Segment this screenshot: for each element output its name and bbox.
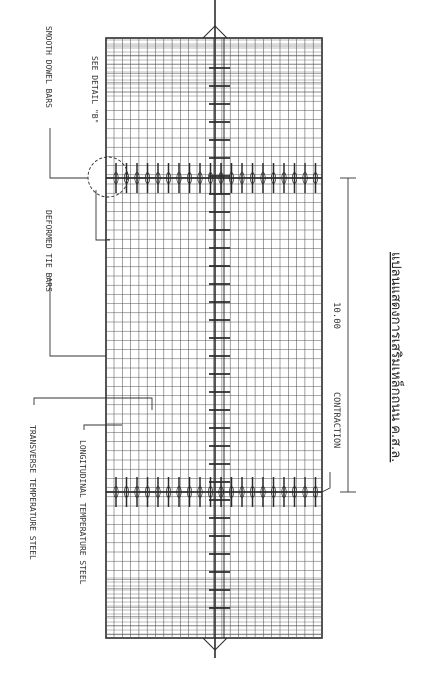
dowel-sleeve [134, 486, 140, 498]
dowel-sleeve [312, 172, 319, 184]
dowel-sleeve [176, 172, 182, 184]
dowel-sleeve [228, 486, 235, 498]
dowel-sleeve [291, 486, 298, 498]
dowel-sleeve [281, 172, 287, 184]
joint-end-arrow [201, 637, 229, 651]
dowel-sleeve [113, 486, 119, 498]
dowel-sleeve [218, 172, 224, 184]
leader-lines [33, 0, 356, 493]
dowel-sleeve [186, 486, 193, 498]
dowel-sleeve [239, 486, 245, 498]
dowel-sleeve [155, 486, 161, 498]
see-detail-label: SEE DETAIL "B" [90, 56, 99, 123]
dowel-sleeve [291, 172, 298, 184]
detail-b-circle [87, 156, 129, 198]
dowel-sleeve [302, 486, 308, 498]
dowel-sleeve [249, 172, 256, 184]
dowel-sleeve [197, 486, 203, 498]
transverse-temperature-steel-label: TRANSVERSE TEMPERATURE STEEL [28, 425, 37, 560]
dowel-sleeve [165, 486, 172, 498]
dowel-sleeve [207, 172, 214, 184]
dowel-sleeve [197, 172, 203, 184]
dowel-sleeve [260, 172, 266, 184]
dowel-sleeve [144, 172, 151, 184]
smooth-dowel-bars-label: SMOOTH DOWEL BARS [44, 26, 53, 108]
leader-contraction [321, 472, 331, 493]
dowel-sleeve [249, 486, 256, 498]
dowel-sleeve [218, 486, 224, 498]
leader-deformed-tie [49, 276, 106, 357]
dowel-sleeve [312, 486, 319, 498]
dowel-sleeve [144, 486, 151, 498]
dowel-sleeve [186, 172, 193, 184]
dowel-sleeve [165, 172, 172, 184]
leader-smooth-dowel [49, 128, 88, 179]
drawing-title: แปลนแสดงการเสริมเหล็กถนน ค.ส.ล. [388, 252, 406, 462]
dowel-sleeve [260, 486, 266, 498]
contraction-label: CONTRACTION [331, 392, 341, 448]
dowel-sleeve [123, 486, 130, 498]
dowel-sleeve [113, 172, 119, 184]
deformed-tie-bars-label: DEFORMED TIE BARS [44, 210, 53, 292]
dowel-sleeve [270, 486, 277, 498]
dowel-sleeve [207, 486, 214, 498]
dowel-sleeve [134, 172, 140, 184]
joints [106, 0, 322, 658]
leader-longitudinal-steel [83, 424, 122, 430]
leader-see-detail [95, 190, 110, 241]
dowel-sleeve [270, 172, 277, 184]
joint-end-arrow [201, 25, 229, 39]
longitudinal-temperature-steel-label: LONGITUDINAL TEMPERATURE STEEL [78, 440, 87, 585]
dowel-sleeve [281, 486, 287, 498]
dimension-label: 10.00 [331, 302, 341, 329]
dowel-sleeve [155, 172, 161, 184]
leader-transverse-steel [33, 397, 153, 410]
dowel-sleeve [302, 172, 308, 184]
dowel-sleeve [176, 486, 182, 498]
dowel-sleeve [228, 172, 235, 184]
dowel-sleeve [239, 172, 245, 184]
